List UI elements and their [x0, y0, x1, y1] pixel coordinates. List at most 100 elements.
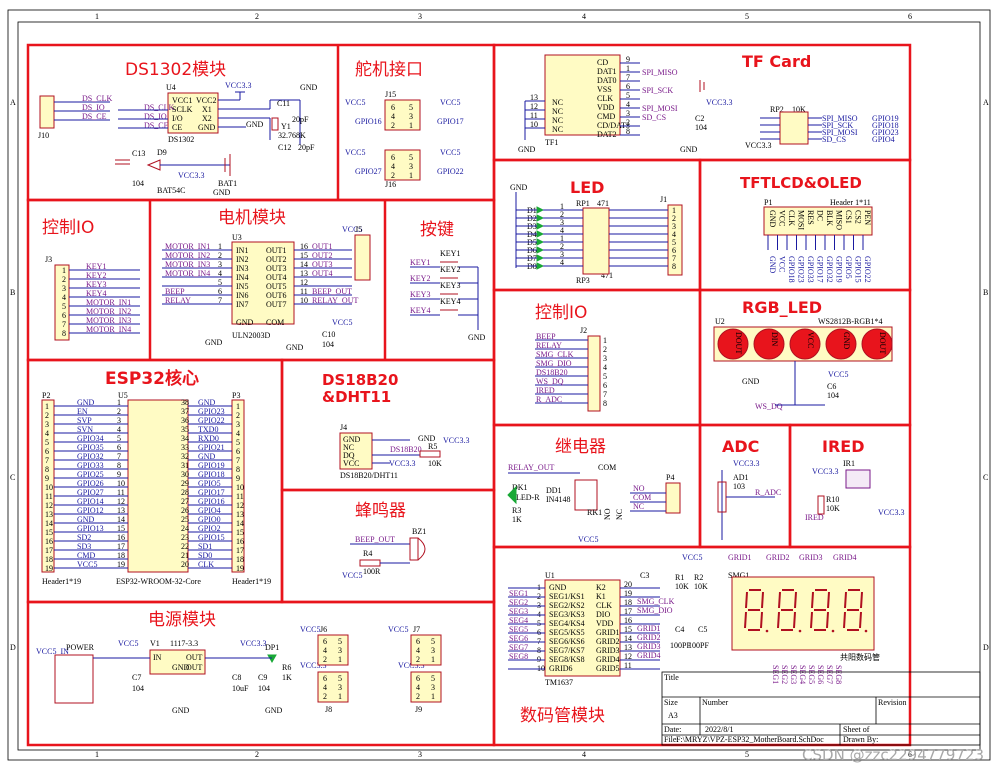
tm-right-pin: VDD [596, 619, 614, 628]
u5-left-pin-number: 1 [117, 398, 121, 407]
svg-text:控制IO: 控制IO [535, 303, 587, 323]
svg-text:CE: CE [172, 123, 182, 132]
j3-connector [54, 264, 70, 341]
svg-text:V1: V1 [150, 639, 160, 648]
svg-text:DQ: DQ [343, 451, 355, 460]
p2-pin-number: 19 [45, 564, 53, 573]
svg-text:DS18B20/DHT11: DS18B20/DHT11 [340, 471, 398, 480]
smg-seg-label: SEG4 [798, 665, 807, 684]
svg-text:RP1: RP1 [576, 199, 590, 208]
rp-pin-number: 4 [560, 258, 564, 267]
u5-right-pin-number: 36 [181, 416, 189, 425]
svg-text:C8: C8 [232, 673, 241, 682]
tf-pin-number: 6 [626, 82, 630, 91]
smg-seg-label: SEG3 [789, 665, 798, 684]
smg-decimal-point [864, 629, 868, 633]
esp-left-net: GPIO34 [77, 434, 104, 443]
esp-left-net: SD2 [77, 533, 91, 542]
power-header-pin: 4 [416, 683, 420, 692]
tm-pin-number: 12 [624, 652, 632, 661]
led-diode [536, 238, 545, 246]
ired-section: IRED VCC3.3 IR1 R10 10K IRED VCC3.3 [805, 437, 904, 522]
j2-pin-number: 5 [603, 372, 607, 381]
p3-pin-number: 2 [236, 411, 240, 420]
frame-col-number: 2 [255, 12, 259, 21]
esp-right-net: RXD0 [198, 434, 219, 443]
j2-net-label: IRED [536, 386, 555, 395]
esp-left-net: GND [77, 515, 95, 524]
svg-text:GND: GND [265, 706, 283, 715]
rgb-pin-label: VCC [806, 332, 815, 348]
u3-out-net: BEEP_OUT [312, 287, 352, 296]
led-diode [536, 246, 545, 254]
tm-left-pin: SEG4/KS4 [549, 619, 585, 628]
frame-row-letter: D [983, 643, 989, 652]
tm-pin-number: 13 [624, 643, 632, 652]
svg-text:电源模块: 电源模块 [148, 610, 216, 630]
svg-text:Header1*19: Header1*19 [42, 577, 81, 586]
rp2-gpio: GPIO18 [872, 121, 899, 130]
svg-text:DS_CE: DS_CE [144, 121, 169, 130]
svg-text:蜂鸣器: 蜂鸣器 [355, 501, 406, 521]
u5-left-pin-number: 18 [117, 551, 125, 560]
svg-text:J10: J10 [38, 131, 49, 140]
power-header-pin: 1 [338, 692, 342, 701]
svg-text:GND: GND [468, 333, 486, 342]
svg-text:1117-3.3: 1117-3.3 [170, 639, 198, 648]
smg-decimal-point [765, 629, 769, 633]
tf-pin-label: VSS [597, 85, 612, 94]
svg-text:J2: J2 [580, 326, 587, 335]
svg-text:VCC5: VCC5 [828, 370, 848, 379]
u5-left-pin-number: 4 [117, 425, 121, 434]
svg-text:VCC5_IN: VCC5_IN [36, 647, 69, 656]
tm-left-pin: SEG7/KS7 [549, 646, 585, 655]
smg-segment [760, 611, 763, 629]
led-diode [536, 230, 545, 238]
power-header-pin: 3 [338, 683, 342, 692]
rgb-led-pad [753, 328, 785, 360]
svg-text:VCC5: VCC5 [342, 571, 362, 580]
j2-net-label: R_ADC [536, 395, 562, 404]
svg-text:X2: X2 [202, 114, 212, 123]
led-diode [536, 222, 545, 230]
svg-text:VCC3.3: VCC3.3 [733, 459, 759, 468]
p3-pin-number: 5 [236, 438, 240, 447]
svg-text:R1: R1 [675, 573, 684, 582]
svg-text:DS_IO: DS_IO [82, 103, 105, 112]
svg-text:GND: GND [418, 434, 436, 443]
frame-row-letter: C [10, 473, 15, 482]
tm-pin-number: 19 [624, 589, 632, 598]
j3-net-label: KEY1 [86, 262, 106, 271]
esp-right-net: GPIO5 [198, 479, 221, 488]
tf-pin-number: 9 [626, 55, 630, 64]
svg-text:Sheet of: Sheet of [843, 725, 870, 734]
ds1302-section: DS1302模块 J10 DS_CLK DS_IO DS_CE U4 VCC1 … [38, 60, 318, 197]
svg-text:104: 104 [132, 684, 144, 693]
svg-text:DD1: DD1 [546, 486, 562, 495]
svg-text:P3: P3 [232, 391, 240, 400]
p2-pin-number: 1 [45, 402, 49, 411]
svg-text:GPIO17: GPIO17 [437, 117, 464, 126]
u5-right-pin-number: 30 [181, 470, 189, 479]
power-header-pin: 4 [323, 646, 327, 655]
j3-pin-number: 6 [62, 311, 66, 320]
svg-text:P2: P2 [42, 391, 50, 400]
key-label: KEY4 [440, 297, 460, 306]
tm-right-net: GRID2 [637, 633, 661, 642]
rp2-gpio: GPIO19 [872, 114, 899, 123]
tm-seg-net: SEG4 [509, 616, 528, 625]
u3-pin-number: 5 [218, 278, 222, 287]
j1-pin-number: 5 [672, 238, 676, 247]
svg-text:U2: U2 [715, 317, 725, 326]
svg-text:J8: J8 [325, 705, 332, 714]
j3-net-label: MOTOR_IN2 [86, 307, 131, 316]
p2-pin-number: 17 [45, 546, 53, 555]
rgb-led-pad [861, 328, 893, 360]
power-header [410, 634, 442, 666]
frame-col-number: 4 [582, 750, 586, 759]
esp-left-net: SVN [77, 425, 93, 434]
svg-text:1K: 1K [512, 515, 522, 524]
svg-text:10K: 10K [826, 504, 840, 513]
rp2-net: SPI_MISO [822, 114, 858, 123]
p3-pin-number: 16 [236, 537, 244, 546]
